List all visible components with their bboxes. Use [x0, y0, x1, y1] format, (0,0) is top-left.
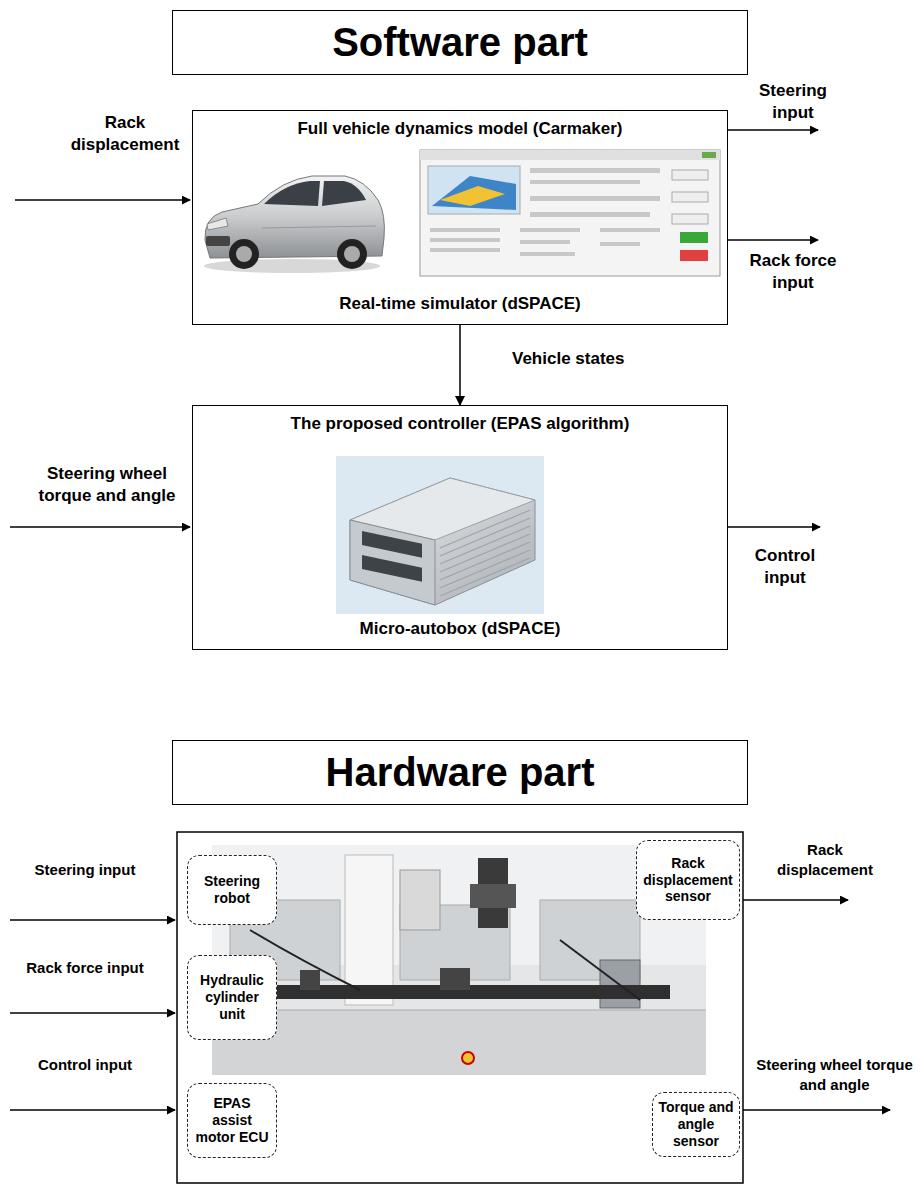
signal-label: Rack force input [20, 958, 150, 978]
signal-label: Steering input [30, 860, 140, 880]
box-text: Micro-autobox (dSPACE) [360, 619, 561, 639]
signal-label: Steering input [738, 80, 848, 124]
box-text: Hydraulic cylinder unit [192, 972, 272, 1022]
software-screenshot [420, 150, 720, 276]
test-bench-photo [212, 845, 706, 1075]
edge-label: Vehicle states [510, 349, 626, 369]
signal-label: Control input [735, 545, 835, 589]
component-callout: EPAS assist motor ECU [187, 1083, 277, 1158]
section-title: Hardware part [172, 740, 748, 805]
box-text: EPAS assist motor ECU [192, 1095, 272, 1145]
signal-label: Rack displacement [60, 112, 190, 156]
section-title: Software part [172, 10, 748, 75]
component-callout: Steering robot [187, 855, 277, 925]
signal-label: Steering wheel torque and angle [752, 1055, 917, 1094]
section-heading: Software part [332, 20, 588, 65]
car-picture [204, 176, 384, 273]
micro-autobox-picture [336, 456, 544, 614]
component-callout: Rack displacement sensor [636, 840, 740, 920]
component-callout: Torque and angle sensor [652, 1092, 740, 1157]
simulator-box: Full vehicle dynamics model (Carmaker) Re… [192, 110, 728, 325]
box-text: Real-time simulator (dSPACE) [339, 294, 581, 314]
box-text: Full vehicle dynamics model (Carmaker) [297, 119, 622, 139]
box-text: Steering robot [192, 873, 272, 907]
hardware-frame [177, 832, 743, 1183]
component-callout: Hydraulic cylinder unit [187, 955, 277, 1040]
signal-label: Control input [30, 1055, 140, 1075]
controller-box: The proposed controller (EPAS algorithm)… [192, 405, 728, 650]
signal-label: Rack force input [733, 250, 853, 294]
box-text: The proposed controller (EPAS algorithm) [291, 414, 630, 434]
section-heading: Hardware part [326, 750, 595, 795]
box-text: Torque and angle sensor [657, 1099, 735, 1149]
flow-arrow [459, 325, 461, 405]
signal-arrows [10, 130, 890, 1110]
signal-label: Rack displacement [765, 840, 885, 879]
box-text: Rack displacement sensor [641, 855, 735, 905]
signal-label: Steering wheel torque and angle [28, 463, 186, 507]
